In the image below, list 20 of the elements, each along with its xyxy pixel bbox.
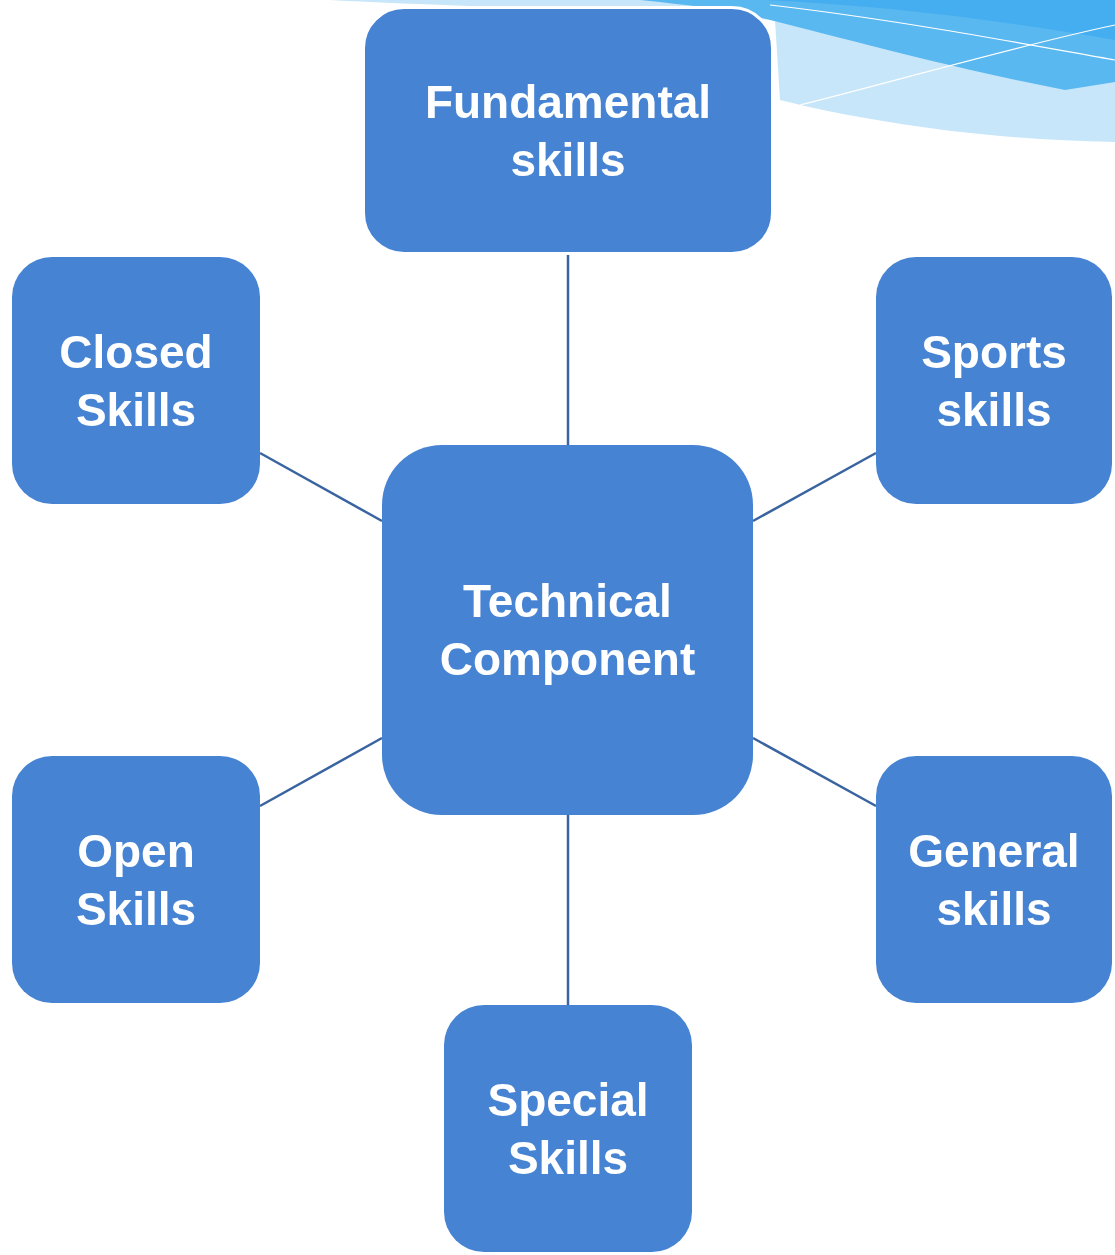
connector-line <box>752 736 877 808</box>
box-label: Fundamental skills <box>423 74 713 188</box>
skill-box <box>382 445 753 815</box>
connector-line <box>752 451 877 523</box>
skill-box <box>444 1005 692 1252</box>
box-label: Open Skills <box>74 823 198 937</box>
box-label: Technical Component <box>438 574 697 687</box>
connector-line <box>566 255 570 445</box>
skill-box <box>12 257 260 504</box>
box-label: Special Skills <box>486 1072 650 1186</box>
box-label: Closed Skills <box>58 324 214 438</box>
skill-box <box>12 756 260 1003</box>
box-label: Sports skills <box>920 324 1068 438</box>
skill-box <box>876 257 1112 504</box>
skill-box <box>876 756 1112 1003</box>
box-label: General skills <box>907 823 1081 937</box>
connector-line <box>259 451 383 523</box>
skill-box <box>362 6 774 255</box>
connector-line <box>566 815 570 1005</box>
connector-line <box>259 736 383 808</box>
